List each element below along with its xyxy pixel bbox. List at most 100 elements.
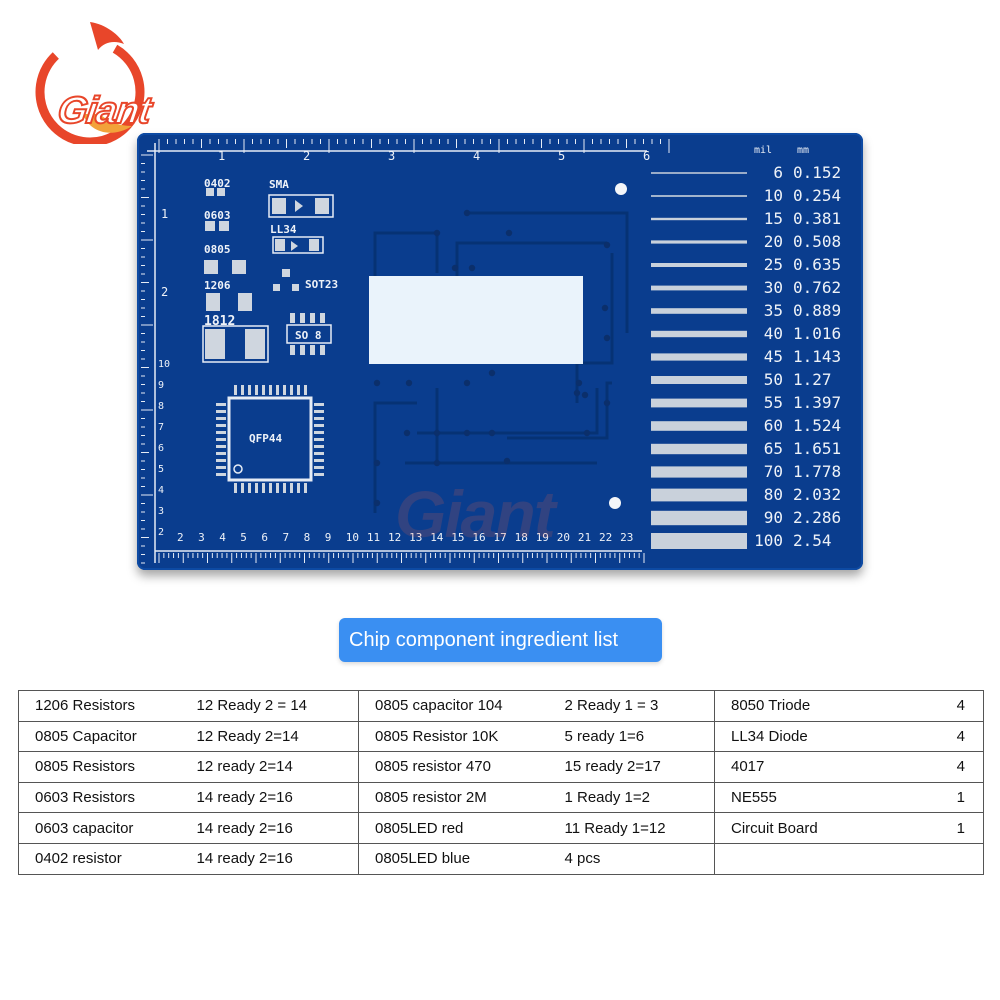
- gauge-mil-value: 25: [763, 255, 783, 274]
- component-name: 0805LED blue: [358, 842, 565, 875]
- gauge-bar: [651, 240, 747, 244]
- gauge-mm-value: 2.286: [793, 508, 842, 527]
- gauge-mm-value: 2.032: [793, 485, 842, 504]
- left-ruler-small-label: 9: [158, 380, 165, 391]
- gauge-bar: [651, 172, 747, 174]
- gauge-mil-value: 15: [763, 209, 783, 228]
- gauge-mil-value: 100: [754, 531, 783, 550]
- bottom-ruler-ticks: [158, 553, 645, 563]
- qfp-pad: [248, 385, 251, 395]
- via: [463, 379, 471, 387]
- gauge-bar: [651, 466, 747, 478]
- via: [373, 459, 381, 467]
- bottom-ruler-label: 7: [282, 531, 290, 544]
- qfp-pad: [255, 483, 258, 493]
- via: [573, 389, 581, 397]
- bottom-ruler-label: 11: [366, 531, 381, 544]
- pad-ll34-b: [309, 239, 319, 251]
- qfp-pad: [216, 466, 226, 469]
- qfp-pad: [255, 385, 258, 395]
- qfp-pad: [216, 410, 226, 413]
- via: [603, 241, 611, 249]
- bottom-ruler-label: 19: [535, 531, 549, 544]
- gauge-mil-value: 40: [763, 324, 783, 343]
- gauge-bar: [651, 308, 747, 314]
- qfp-pad: [297, 483, 300, 493]
- gauge-mil-value: 80: [763, 485, 783, 504]
- top-ruler-label: 4: [473, 149, 481, 163]
- component-quantity: 1 Ready 1=2: [564, 781, 715, 814]
- via: [373, 499, 381, 507]
- qfp-pad: [314, 438, 324, 441]
- bottom-ruler-label: 9: [324, 531, 332, 544]
- brand-logo: Giant: [28, 14, 158, 147]
- component-quantity: 4 pcs: [564, 842, 715, 875]
- via: [603, 334, 611, 342]
- left-ruler-small-label: 6: [158, 443, 165, 454]
- component-quantity: 2 Ready 1 = 3: [564, 690, 715, 722]
- component-name: Circuit Board: [714, 812, 939, 844]
- bottom-ruler-label: 2: [177, 531, 184, 544]
- so8-pad: [310, 345, 315, 355]
- gauge-mm-value: 0.254: [793, 186, 842, 205]
- ll34-diode-symbol: [291, 241, 298, 251]
- label-ll34: LL34: [270, 223, 297, 236]
- component-quantity: 4: [938, 751, 984, 783]
- component-name: LL34 Diode: [714, 720, 939, 753]
- so8-pad: [300, 313, 305, 323]
- pad-sma-b: [315, 198, 329, 214]
- label-qfp44: QFP44: [249, 432, 283, 445]
- component-quantity: 12 Ready 2=14: [196, 720, 359, 753]
- gauge-mm-value: 2.54: [793, 531, 832, 550]
- gauge-mil-value: 50: [763, 370, 783, 389]
- bottom-ruler-label: 12: [388, 531, 402, 544]
- left-ruler-small-label: 10: [158, 359, 171, 370]
- gauge-mil-value: 55: [763, 393, 783, 412]
- via: [488, 429, 496, 437]
- qfp-pad: [262, 385, 265, 395]
- component-name: 0805 Capacitor: [18, 720, 197, 753]
- component-name: 0805LED red: [358, 812, 565, 844]
- bottom-ruler-label: 17: [493, 531, 507, 544]
- component-name: 0805 resistor 470: [358, 751, 565, 783]
- gauge-bar: [651, 195, 747, 197]
- outline-qfp44: [227, 396, 313, 482]
- so8-pad: [290, 345, 295, 355]
- gauge-mil-value: 30: [763, 278, 783, 297]
- label-sot23: SOT23: [305, 278, 339, 291]
- qfp-pad: [290, 385, 293, 395]
- via: [468, 264, 476, 272]
- gauge-mm-value: 1.524: [793, 416, 842, 435]
- qfp-pad: [241, 385, 244, 395]
- mount-hole-bottom: [609, 497, 621, 509]
- bottom-ruler-label: 18: [514, 531, 528, 544]
- component-quantity: 12 Ready 2 = 14: [196, 690, 359, 722]
- qfp-pad: [276, 385, 279, 395]
- gauge-bars: [651, 172, 747, 549]
- via: [505, 229, 513, 237]
- qfp-pad: [269, 385, 272, 395]
- pcb-board: 0402 0603 0805 1206 1812 SMA LL34 SOT23 …: [137, 133, 863, 570]
- via: [451, 264, 459, 272]
- pcb-artwork: [141, 139, 747, 564]
- qfp-pad: [314, 473, 324, 476]
- component-name: 0805 resistor 2M: [358, 781, 565, 814]
- gauge-bar: [651, 353, 747, 361]
- qfp-pad: [304, 385, 307, 395]
- component-name: 0805 Resistors: [18, 751, 197, 783]
- qfp-pad: [216, 403, 226, 406]
- section-title: Chip component ingredient list: [339, 618, 662, 662]
- bottom-ruler-label: 15: [451, 531, 465, 544]
- bottom-ruler-label: 6: [261, 531, 269, 544]
- bottom-ruler-label: 20: [556, 531, 571, 544]
- bottom-ruler-label: 8: [303, 531, 311, 544]
- component-quantity: 12 ready 2=14: [196, 751, 359, 783]
- fish-logo-icon: [35, 22, 145, 147]
- gauge-mil-value: 60: [763, 416, 783, 435]
- pad-0805-b: [232, 260, 246, 274]
- component-name: 0805 Resistor 10K: [358, 720, 565, 753]
- gauge-bar: [651, 263, 747, 267]
- logo-text: Giant: [54, 89, 154, 133]
